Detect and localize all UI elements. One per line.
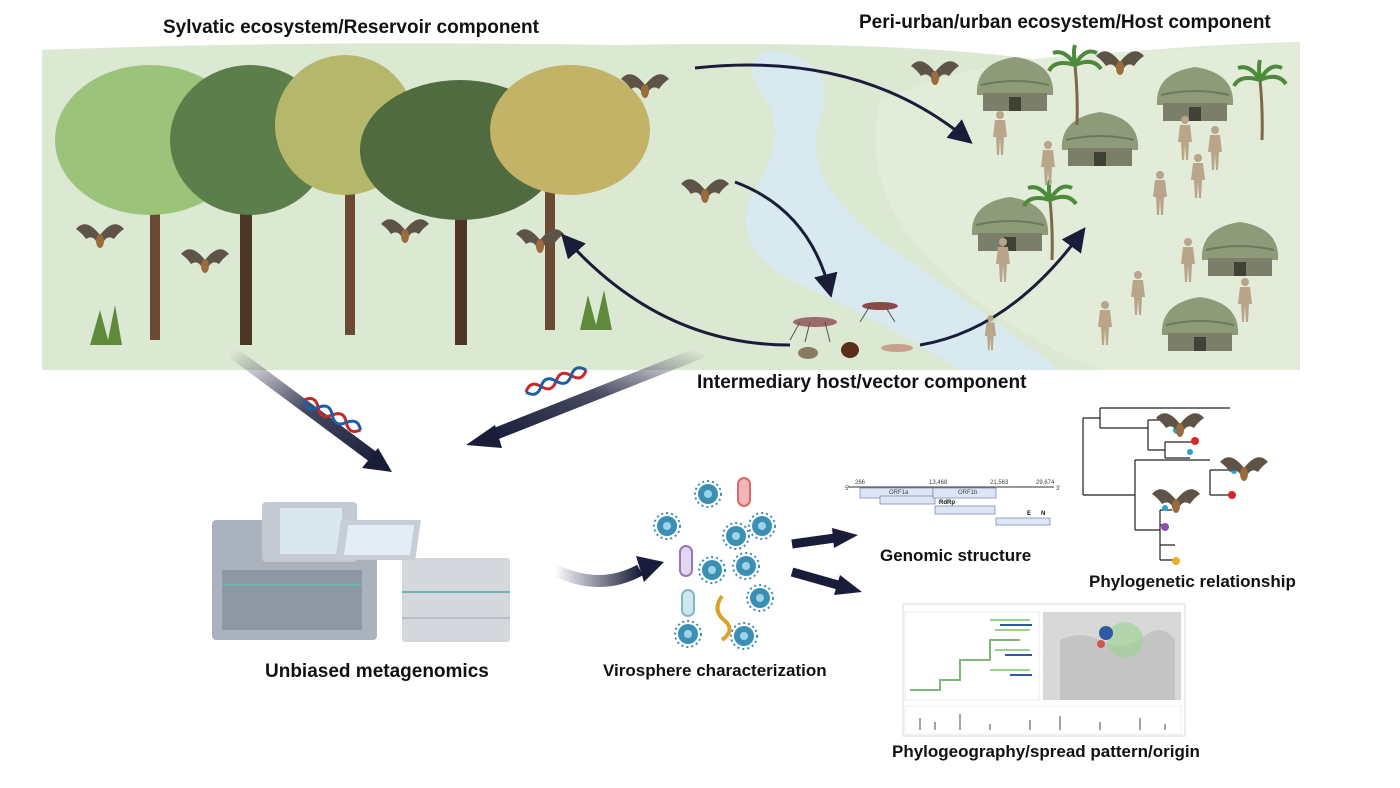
virus-icon [674,620,702,648]
vector-to-forest-arrow [561,233,791,347]
sylvatic-title: Sylvatic ecosystem/Reservoir component [163,17,539,38]
dna-icon [522,363,590,399]
genome-pos1: 13,468 [929,480,948,486]
five-prime: 5' [845,486,849,492]
virus-icon [732,552,760,580]
bat-icon [1220,457,1268,481]
phylogenetic-label: Phylogenetic relationship [1089,572,1296,591]
virus-icon [698,556,726,584]
metagenomics-to-virosphere-arrow [552,564,643,587]
to-genomic-arrow [791,533,836,549]
tick-icon [798,342,859,359]
urban-ground [875,42,1300,370]
urban-title: Peri-urban/urban ecosystem/Host componen… [859,12,1271,33]
virus-icon [748,512,776,540]
to-phylogeography-arrow [790,567,840,590]
phylogeography-dashboard [902,603,1186,737]
mosquito-icon [859,302,898,323]
virosphere-label: Virosphere characterization [603,661,827,680]
genome-start: 266 [855,480,866,486]
vector-sampling-arrow [487,346,705,442]
genome-end: 29,674 [1036,480,1055,486]
e-gene-label: E [1027,511,1031,517]
phylogenetic-tree [1082,407,1235,561]
three-prime: 3' [1056,486,1060,492]
forest [55,55,650,345]
arrow-head [466,425,502,448]
mosquito-icon [789,317,837,343]
grass-icon [580,290,612,330]
rdrp-label: RdRp [939,500,955,506]
virus-icon [730,622,758,650]
metagenomics-label: Unbiased metagenomics [265,661,489,682]
phylogeography-label: Phylogeography/spread pattern/origin [892,742,1200,761]
n-gene-label: N [1041,511,1045,517]
orf1a-label: ORF1a [889,490,909,496]
genome-map: 266 13,468 21,563 29,674 5' 3' ORF1a ORF… [845,480,1060,526]
mosquito-icon [881,344,913,352]
virus-icon [746,584,774,612]
sequencer-icon [212,502,377,640]
arrow-head [636,556,664,582]
genome-pos2: 21,563 [990,480,1009,486]
bat-icon [1156,413,1204,437]
arrow-head [834,575,862,595]
orf1b-label: ORF1b [958,490,978,496]
genomic-label: Genomic structure [880,546,1032,565]
arrow-head [832,528,858,548]
bat-to-vector-arrow [734,180,838,298]
bat-to-urban-arrow [694,63,973,144]
arrow-head [362,448,392,472]
virus-icon [722,522,750,550]
tree-icon [490,65,650,330]
virus-icon [679,477,751,642]
grass-icon [90,305,122,345]
vector-to-urban-arrow [919,227,1086,347]
intermediary-title: Intermediary host/vector component [697,372,1027,393]
virus-icon [694,480,722,508]
sequencer-icon [335,520,510,642]
bat-icon [1152,489,1200,513]
virus-icon [653,512,681,540]
